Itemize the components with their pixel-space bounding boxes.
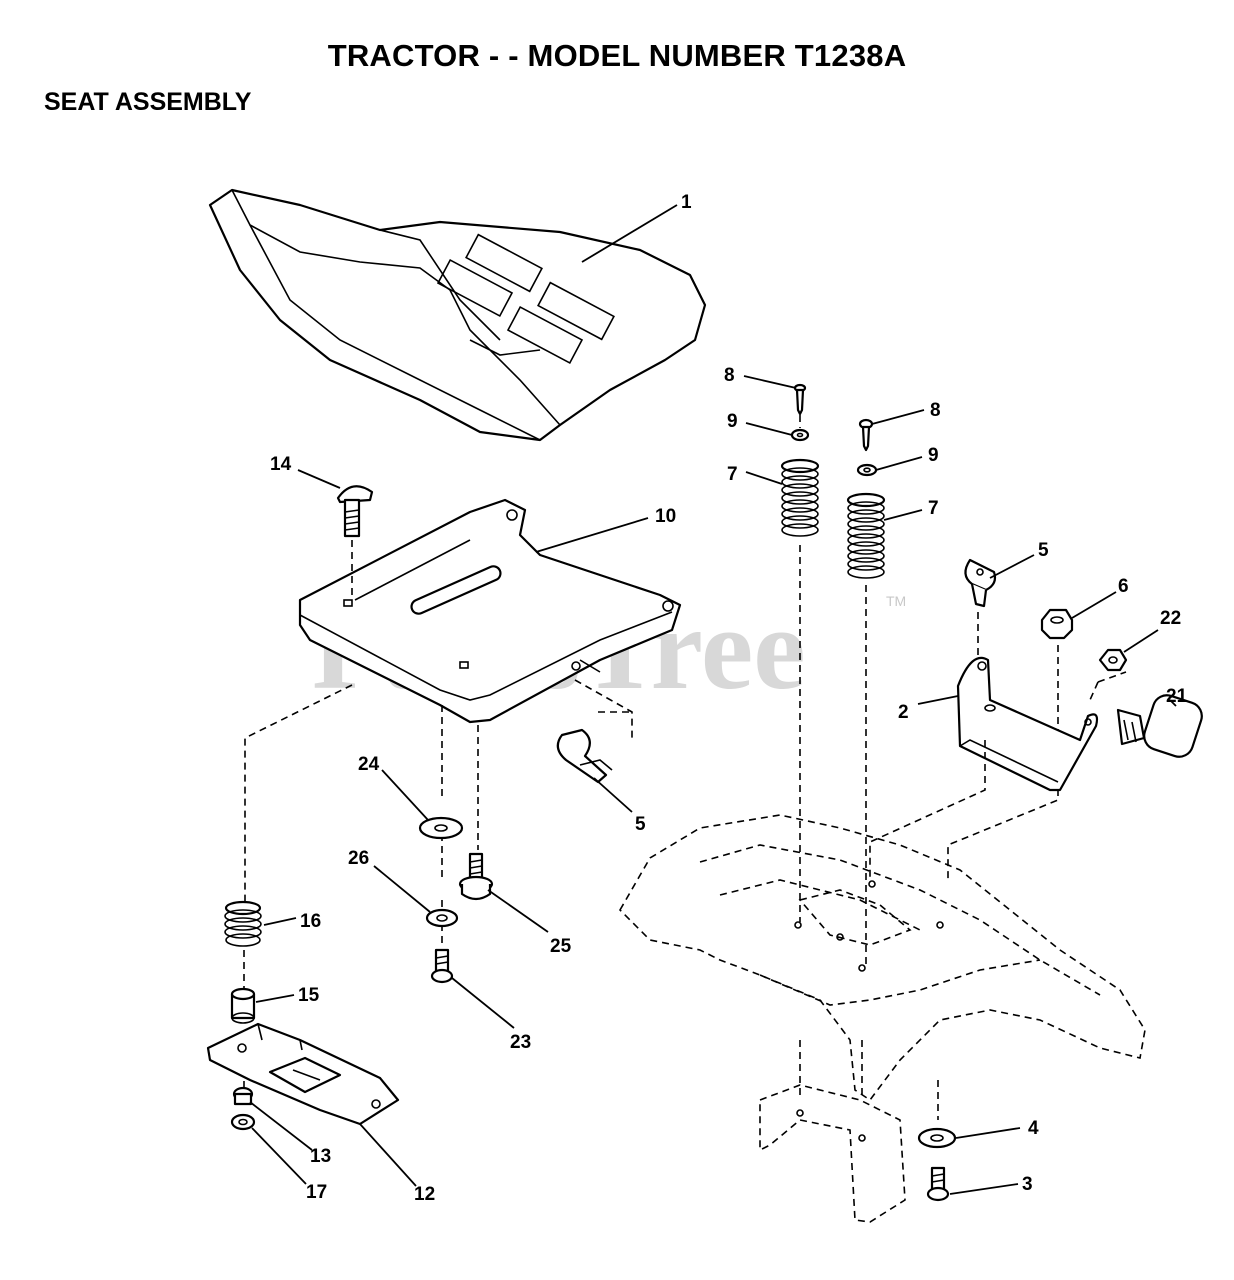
leader-lines — [249, 204, 1177, 1195]
spring-7-left-part[interactable] — [780, 458, 820, 537]
washer-24-hole — [434, 824, 448, 832]
nut-6-part[interactable] — [1040, 608, 1074, 640]
seat-pan-part[interactable] — [298, 498, 682, 724]
callout-1: 1 — [681, 192, 692, 213]
washer-24-part[interactable] — [418, 816, 464, 840]
callout-6: 6 — [1118, 576, 1129, 597]
callout-7-right: 7 — [928, 498, 939, 519]
tractor-frame — [619, 814, 1146, 1223]
clip-left-part[interactable] — [556, 728, 613, 784]
washer-9-right-part[interactable] — [856, 463, 878, 477]
washer-9-left-part[interactable] — [790, 428, 810, 442]
washer-26-part[interactable] — [425, 908, 459, 928]
screw-23-part[interactable] — [430, 948, 454, 984]
callout-2: 2 — [898, 702, 909, 723]
callout-8-left: 8 — [724, 365, 735, 386]
screw-8-left-part[interactable] — [793, 383, 807, 416]
shoulder-bolt-part[interactable] — [458, 852, 494, 901]
callout-5-right: 5 — [1038, 540, 1049, 561]
callout-15: 15 — [298, 985, 320, 1006]
callout-23: 23 — [510, 1032, 531, 1053]
spacer-15-part[interactable] — [230, 987, 256, 1024]
alignment-line-nut — [947, 645, 1059, 880]
callout-26: 26 — [348, 848, 369, 869]
callout-10: 10 — [655, 506, 676, 527]
spring-16-part[interactable] — [224, 900, 262, 947]
screw-8-right-part[interactable] — [858, 418, 874, 452]
carriage-bolt-part[interactable] — [336, 485, 374, 538]
washer-13-part[interactable] — [232, 1086, 254, 1106]
callout-4: 4 — [1028, 1118, 1039, 1139]
callout-3: 3 — [1022, 1174, 1033, 1195]
bolt-3-part[interactable] — [926, 1166, 950, 1202]
callout-5-left: 5 — [635, 814, 646, 835]
callout-9-left: 9 — [727, 411, 738, 432]
callout-17: 17 — [306, 1182, 327, 1203]
callout-14: 14 — [270, 454, 292, 475]
slide-part[interactable] — [206, 1022, 400, 1126]
alignment-lines-left — [243, 540, 633, 1088]
knob-bolt-part[interactable] — [1116, 692, 1205, 761]
callout-labels: 1 10 14 8 9 7 8 9 7 5 6 22 21 2 5 24 26 … — [270, 192, 1188, 1205]
seat-bracket-part[interactable] — [956, 656, 1099, 792]
callout-16: 16 — [300, 911, 321, 932]
callout-24: 24 — [358, 754, 380, 775]
callout-13: 13 — [310, 1146, 331, 1167]
watermark-trademark: TM — [886, 593, 906, 609]
page-title: TRACTOR - - MODEL NUMBER T1238A — [327, 38, 907, 73]
callout-21: 21 — [1166, 686, 1188, 707]
nut-17-part[interactable] — [230, 1113, 256, 1131]
spring-7-right-part[interactable] — [846, 492, 886, 579]
washer-26-hole — [436, 914, 448, 922]
callout-8-right: 8 — [930, 400, 941, 421]
alignment-line-bracket — [869, 740, 986, 878]
callout-22: 22 — [1160, 608, 1181, 629]
callout-7-left: 7 — [727, 464, 738, 485]
section-title: SEAT ASSEMBLY — [44, 88, 252, 116]
alignment-line-nut-22 — [1089, 671, 1127, 701]
callout-25: 25 — [550, 936, 572, 957]
callout-12: 12 — [414, 1184, 435, 1205]
callout-9-right: 9 — [928, 445, 939, 466]
clip-right-part[interactable] — [964, 558, 997, 608]
washer-4-part[interactable] — [917, 1127, 957, 1149]
seat-part[interactable] — [208, 188, 707, 442]
nut-22-part[interactable] — [1098, 648, 1128, 672]
